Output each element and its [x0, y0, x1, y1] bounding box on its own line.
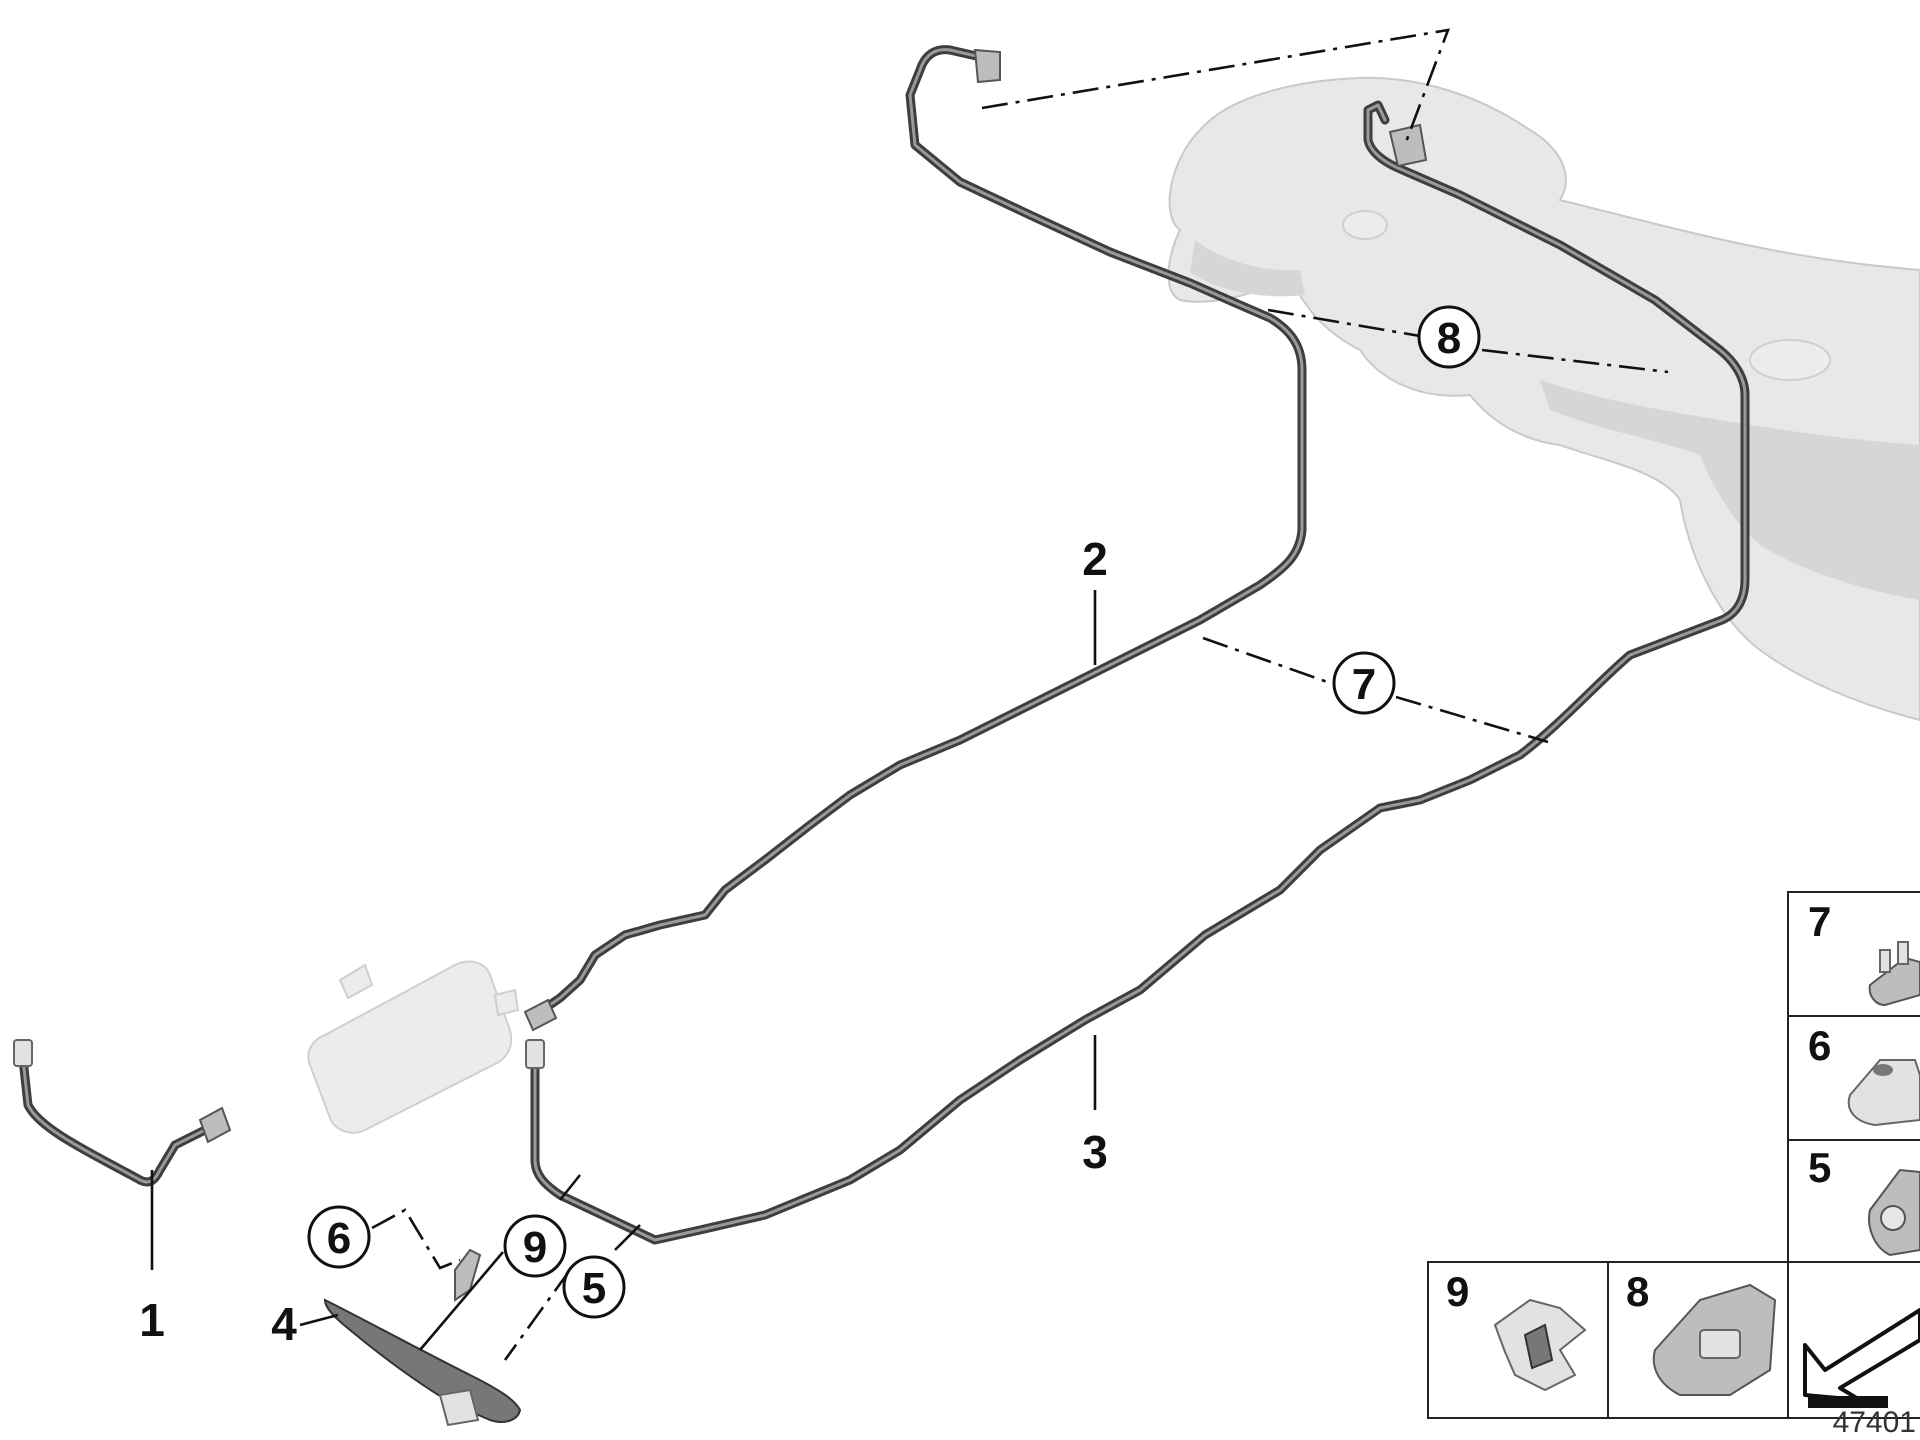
leader-lines	[150, 28, 1669, 1361]
diagram-id: 47401	[1833, 1406, 1916, 1439]
pipe-3[interactable]	[530, 100, 1750, 1245]
panel-label-6: 6	[1808, 1022, 1831, 1069]
bracket-4[interactable]	[323, 1248, 522, 1427]
callout-9-text: 9	[523, 1223, 547, 1272]
fuel-tank-illustration	[1167, 76, 1920, 722]
fuel-filter-illustration	[307, 960, 520, 1134]
panel-item-5[interactable]: 5	[1808, 1144, 1920, 1257]
label-4[interactable]: 4	[271, 1298, 297, 1350]
panel-item-6[interactable]: 6	[1808, 1022, 1920, 1127]
pipe-2[interactable]	[530, 45, 1307, 1020]
label-1[interactable]: 1	[139, 1294, 165, 1346]
pipe-connector-ends	[13, 48, 1428, 1144]
label-3[interactable]: 3	[1082, 1126, 1108, 1178]
label-2[interactable]: 2	[1082, 533, 1108, 585]
callout-5-text: 5	[582, 1264, 606, 1313]
panel-label-5: 5	[1808, 1144, 1831, 1191]
panel-item-9[interactable]: 9	[1446, 1268, 1587, 1392]
panel-label-8: 8	[1626, 1268, 1649, 1315]
callout-7[interactable]: 7	[1332, 651, 1396, 715]
callout-9[interactable]: 9	[503, 1214, 567, 1278]
callout-7-text: 7	[1352, 660, 1376, 709]
callout-6-text: 6	[327, 1214, 351, 1263]
callout-8-text: 8	[1437, 314, 1461, 363]
callout-5[interactable]: 5	[562, 1255, 626, 1319]
panel-item-7[interactable]: 7	[1808, 898, 1920, 1007]
callout-8[interactable]: 8	[1417, 305, 1481, 369]
panel-item-8[interactable]: 8	[1626, 1268, 1777, 1396]
callout-6[interactable]: 6	[307, 1205, 371, 1269]
panel-label-7: 7	[1808, 898, 1831, 945]
panel-item-arrow[interactable]	[1803, 1308, 1920, 1408]
parts-panel	[1427, 891, 1920, 1419]
pipe-1[interactable]	[17, 1045, 220, 1187]
panel-label-9: 9	[1446, 1268, 1469, 1315]
